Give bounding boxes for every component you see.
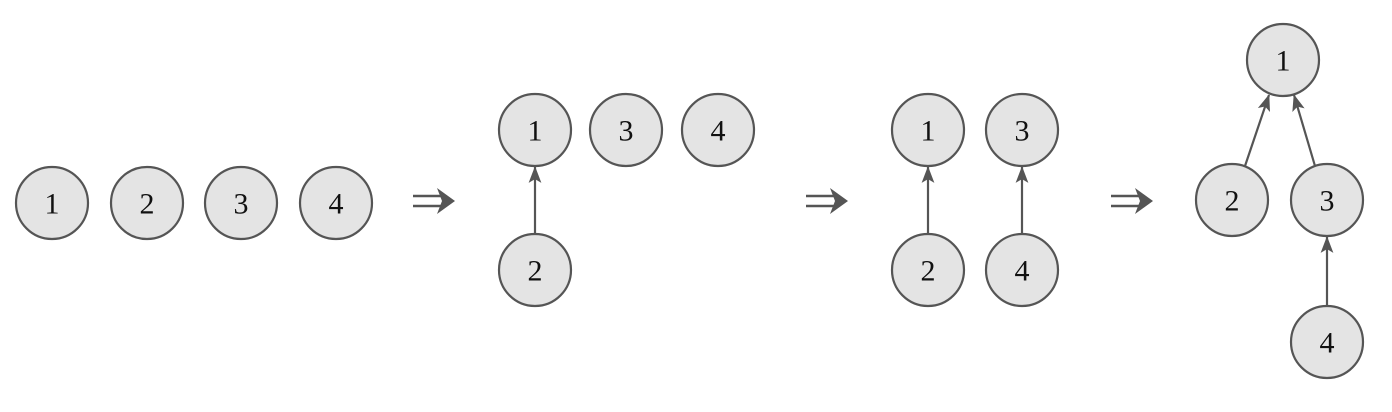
double-arrow-icon bbox=[806, 188, 848, 214]
node-circle bbox=[890, 232, 966, 308]
node-3[interactable]: 3 bbox=[203, 165, 279, 241]
node-circle bbox=[497, 92, 573, 168]
node-circle bbox=[203, 165, 279, 241]
node-1[interactable]: 1 bbox=[497, 92, 573, 168]
node-4[interactable]: 4 bbox=[298, 165, 374, 241]
edge-2-to-1 bbox=[1243, 94, 1271, 167]
node-circle bbox=[1289, 304, 1365, 380]
node-circle bbox=[890, 92, 966, 168]
node-1[interactable]: 1 bbox=[1245, 22, 1321, 98]
node-4[interactable]: 4 bbox=[680, 92, 756, 168]
node-circle bbox=[680, 92, 756, 168]
node-2[interactable]: 2 bbox=[497, 232, 573, 308]
node-circle bbox=[984, 232, 1060, 308]
node-3[interactable]: 3 bbox=[1289, 162, 1365, 238]
node-4[interactable]: 4 bbox=[984, 232, 1060, 308]
double-arrow-icon bbox=[1111, 188, 1153, 214]
node-circle bbox=[588, 92, 664, 168]
node-2[interactable]: 2 bbox=[890, 232, 966, 308]
node-circle bbox=[1245, 22, 1321, 98]
node-1[interactable]: 1 bbox=[890, 92, 966, 168]
node-1[interactable]: 1 bbox=[14, 165, 90, 241]
node-3[interactable]: 3 bbox=[588, 92, 664, 168]
node-3[interactable]: 3 bbox=[984, 92, 1060, 168]
double-arrow-icon bbox=[413, 188, 455, 214]
separators-layer bbox=[413, 188, 1153, 214]
edge-3-to-1 bbox=[1292, 94, 1317, 167]
node-circle bbox=[1194, 162, 1270, 238]
node-circle bbox=[298, 165, 374, 241]
node-4[interactable]: 4 bbox=[1289, 304, 1365, 380]
node-2[interactable]: 2 bbox=[109, 165, 185, 241]
node-circle bbox=[1289, 162, 1365, 238]
node-circle bbox=[984, 92, 1060, 168]
node-2[interactable]: 2 bbox=[1194, 162, 1270, 238]
node-circle bbox=[109, 165, 185, 241]
node-circle bbox=[14, 165, 90, 241]
node-circle bbox=[497, 232, 573, 308]
